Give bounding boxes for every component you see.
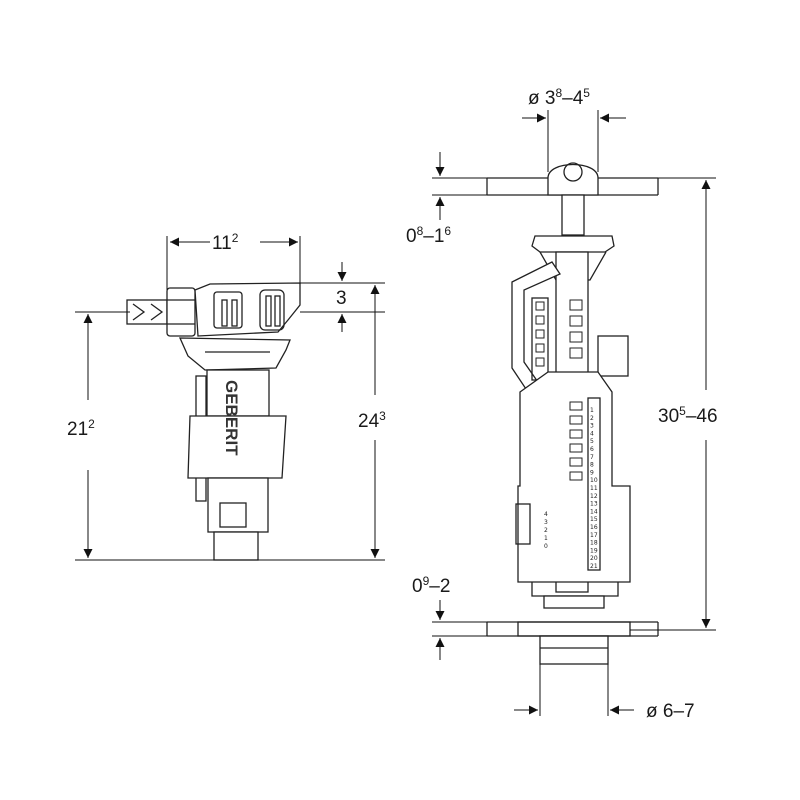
scale-tick-label: 1 [590, 407, 594, 414]
scale-tick-label: 7 [590, 454, 594, 461]
flush-ribs [535, 299, 583, 481]
scale-tick-label: 10 [590, 477, 598, 484]
small-scale-tick-label: 2 [544, 527, 548, 534]
scale-tick-label: 20 [590, 555, 598, 562]
flush-diameter-bottom-label: ø 6–7 [646, 701, 695, 722]
scale-tick-label: 15 [590, 516, 598, 523]
flush-lever-arm [511, 261, 561, 393]
scale-tick-label: 4 [590, 430, 594, 437]
flush-seal [517, 621, 631, 637]
scale-tick-label: 12 [590, 493, 598, 500]
fill-valve-drawing [126, 282, 301, 561]
tank-bottom-lines [486, 621, 659, 637]
fill-valve-outlet [213, 531, 259, 561]
scale-tick-label: 3 [590, 423, 594, 430]
flush-thickness-bottom-label: 09–2 [412, 574, 450, 597]
scale-tick-label: 11 [590, 485, 598, 492]
scale-tick-label: 16 [590, 524, 598, 531]
small-scale-tick-label: 0 [544, 543, 548, 550]
scale-tick-label: 19 [590, 547, 598, 554]
scale-tick-label: 8 [590, 462, 594, 469]
flush-thickness-top-label: 08–16 [406, 224, 451, 247]
fill-valve-body [207, 477, 269, 533]
scale-tick-label: 21 [590, 563, 598, 570]
scale-tick-label: 2 [590, 415, 594, 422]
scale-tick-label: 6 [590, 446, 594, 453]
flush-height-label: 305–46 [658, 404, 718, 427]
fill-valve-height-left-label: 212 [67, 417, 95, 440]
fill-valve-shaft [206, 369, 270, 417]
small-scale-tick-label: 1 [544, 535, 548, 542]
flush-button [547, 163, 599, 196]
scale-tick-label: 18 [590, 540, 598, 547]
flush-overflow-box [597, 335, 629, 377]
scale-tick-label: 17 [590, 532, 598, 539]
scale-tick-label: 5 [590, 438, 594, 445]
fill-valve-head [194, 282, 301, 337]
small-scale-tick-label: 3 [544, 519, 548, 526]
small-scale-tick-label: 4 [544, 511, 548, 518]
scale-tick-label: 14 [590, 508, 598, 515]
brand-logo: GEBERIT [222, 380, 241, 456]
flush-outlet [539, 635, 609, 665]
fill-valve-collar [178, 337, 291, 371]
flush-diameter-top-label: ø 38–45 [528, 86, 590, 109]
fill-valve-offset-label: 3 [336, 288, 347, 309]
fill-valve-dimension-lines [75, 236, 385, 561]
fill-valve-height-right-label: 243 [358, 409, 386, 432]
flush-stem [561, 194, 585, 236]
flush-valve-dimension-lines [432, 110, 716, 716]
flush-scale-strip [587, 397, 601, 571]
fill-valve-float [187, 415, 287, 479]
fill-valve-nut [166, 287, 196, 337]
scale-tick-label: 13 [590, 501, 598, 508]
flush-valve-drawing [511, 162, 631, 665]
flush-crown [531, 235, 615, 253]
scale-tick-label: 9 [590, 469, 594, 476]
fill-valve-width-label: 112 [212, 231, 239, 254]
flush-base-ring [543, 595, 605, 609]
flush-body [517, 371, 631, 583]
